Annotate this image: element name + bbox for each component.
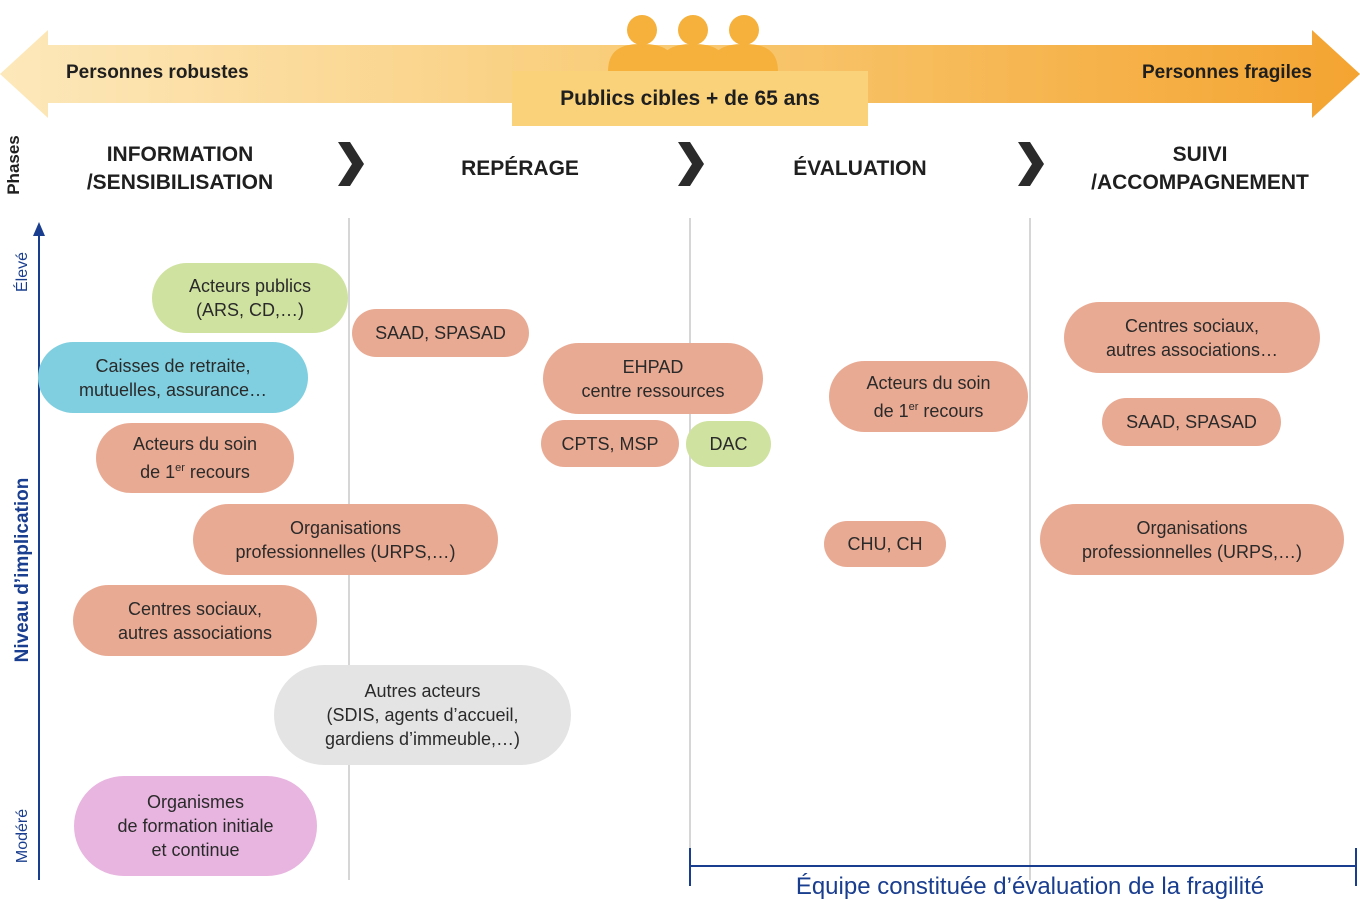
actor-pill: CPTS, MSP (541, 420, 679, 467)
actor-label: Organismes de formation initiale et cont… (117, 792, 274, 860)
actor-pill: Centres sociaux, autres associations… (1064, 302, 1320, 373)
involvement-axis (33, 222, 45, 880)
actor-label: Organisations professionnelles (URPS,…) (235, 517, 456, 562)
actor-label: Acteurs publics (ARS, CD,…) (188, 276, 312, 320)
actor-label: CHU, CH (847, 534, 923, 554)
phase-suivi: SUIVI /ACCOMPAGNEMENT (1060, 140, 1340, 198)
actor-label: Centres sociaux, autres associations (117, 598, 273, 643)
actor-pill: Acteurs publics (ARS, CD,…) (152, 263, 348, 333)
evaluation-team-bracket (689, 848, 1357, 886)
actor-label: Centres sociaux, autres associations… (1105, 315, 1279, 360)
actor-pill: Organismes de formation initiale et cont… (74, 776, 317, 876)
actor-pill: CHU, CH (824, 521, 946, 567)
phase-reperage-label: REPÉRAGE (461, 157, 579, 180)
phase-information-label: INFORMATION /SENSIBILISATION (86, 143, 274, 194)
actor-label: Acteurs du soin de 1er recours (866, 372, 991, 421)
actor-pill: Caisses de retraite, mutuelles, assuranc… (38, 342, 308, 413)
actor-pill: Acteurs du soin de 1er recours (96, 423, 294, 493)
fragile-persons-label: Personnes fragiles (1141, 62, 1312, 83)
phase-separator (1029, 218, 1031, 880)
robust-persons-label: Personnes robustes (66, 62, 249, 83)
phases-axis-label: Phases (4, 135, 23, 195)
phase-evaluation: ÉVALUATION (740, 140, 980, 198)
axis-low-label: Modéré (14, 808, 31, 864)
phase-suivi-label: SUIVI /ACCOMPAGNEMENT (1091, 143, 1309, 194)
chevron-right-icon (338, 142, 364, 186)
phase-evaluation-label: ÉVALUATION (793, 157, 927, 180)
actor-pill: Centres sociaux, autres associations (73, 585, 317, 656)
group-of-people-icon (608, 15, 778, 72)
actor-pill: SAAD, SPASAD (352, 309, 529, 357)
actor-label: DAC (709, 434, 748, 454)
actor-label: CPTS, MSP (561, 433, 659, 454)
actor-label: SAAD, SPASAD (1126, 412, 1257, 432)
actor-pill: SAAD, SPASAD (1102, 398, 1281, 446)
actor-label: Caisses de retraite, mutuelles, assuranc… (78, 355, 268, 400)
actor-label: SAAD, SPASAD (375, 323, 506, 343)
actor-pill: DAC (686, 421, 771, 467)
actor-label: Autres acteurs (SDIS, agents d’accueil, … (324, 681, 521, 749)
actor-pill: Organisations professionnelles (URPS,…) (193, 504, 498, 575)
actor-label: Acteurs du soin de 1er recours (132, 434, 258, 482)
phase-information: INFORMATION /SENSIBILISATION (60, 140, 300, 198)
actor-label: EHPAD centre ressources (581, 356, 725, 401)
phase-separator (689, 218, 691, 880)
actor-pill: Organisations professionnelles (URPS,…) (1040, 504, 1344, 575)
actor-label: Organisations professionnelles (URPS,…) (1081, 517, 1303, 562)
axis-title: Niveau d’implication (12, 477, 33, 663)
actor-pill: EHPAD centre ressources (543, 343, 763, 414)
chevron-right-icon (1018, 142, 1044, 186)
actor-pill: Acteurs du soin de 1er recours (829, 361, 1028, 432)
phase-reperage: REPÉRAGE (400, 140, 640, 198)
actor-pill: Autres acteurs (SDIS, agents d’accueil, … (274, 665, 571, 765)
evaluation-team-label: Équipe constituée d’évaluation de la fra… (795, 873, 1265, 900)
axis-high-label: Élevé (14, 251, 31, 293)
target-public-box: Publics cibles + de 65 ans (512, 71, 868, 126)
chevron-right-icon (678, 142, 704, 186)
